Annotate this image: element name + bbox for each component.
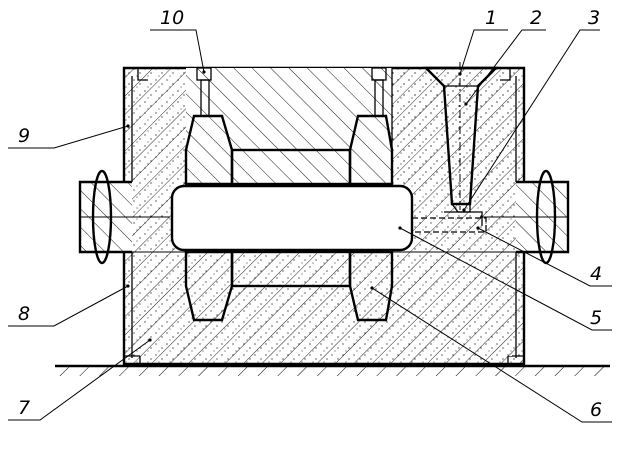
callout-9: 9 bbox=[18, 125, 30, 147]
callout-3: 3 bbox=[588, 7, 600, 29]
leader-lines bbox=[8, 29, 612, 423]
core-shaft bbox=[170, 184, 414, 252]
lower-flanges bbox=[184, 250, 394, 322]
callout-10: 10 bbox=[160, 7, 184, 29]
callout-7: 7 bbox=[18, 397, 30, 419]
side-bosses bbox=[78, 180, 570, 254]
ejector-pins bbox=[196, 67, 387, 117]
upper-flanges bbox=[184, 114, 394, 186]
lower-plate bbox=[124, 251, 524, 356]
upper-plate bbox=[186, 68, 512, 184]
callout-2: 2 bbox=[530, 7, 542, 29]
callout-labels: 10 1 2 3 9 8 7 4 5 6 bbox=[18, 7, 602, 421]
callout-8: 8 bbox=[18, 303, 30, 325]
callout-6: 6 bbox=[590, 399, 602, 421]
runner-channel bbox=[412, 211, 487, 233]
callout-1: 1 bbox=[485, 7, 497, 29]
callout-4: 4 bbox=[590, 263, 602, 285]
callout-5: 5 bbox=[590, 307, 602, 329]
ground-base bbox=[55, 364, 610, 388]
